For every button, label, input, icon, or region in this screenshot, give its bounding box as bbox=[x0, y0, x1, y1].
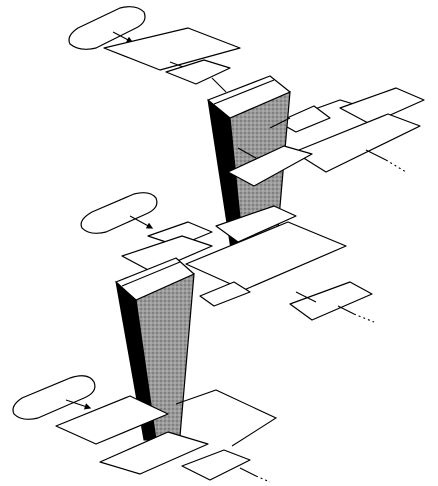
connector-bottom-2 bbox=[240, 468, 256, 476]
start-terminator-bottom bbox=[13, 376, 95, 420]
process-box-middle-right bbox=[290, 282, 372, 320]
offpage-middle bbox=[354, 314, 374, 322]
decision-diamond-bottom bbox=[182, 450, 250, 480]
connector-middle-3 bbox=[338, 306, 354, 314]
offpage-top bbox=[386, 160, 406, 172]
connector-top-3 bbox=[212, 78, 226, 92]
branch-line-bottom bbox=[176, 390, 276, 446]
start-terminator-middle bbox=[81, 193, 157, 234]
connector-top-4 bbox=[366, 150, 386, 160]
connector-middle-1 bbox=[130, 216, 152, 228]
offpage-bottom bbox=[256, 476, 270, 482]
